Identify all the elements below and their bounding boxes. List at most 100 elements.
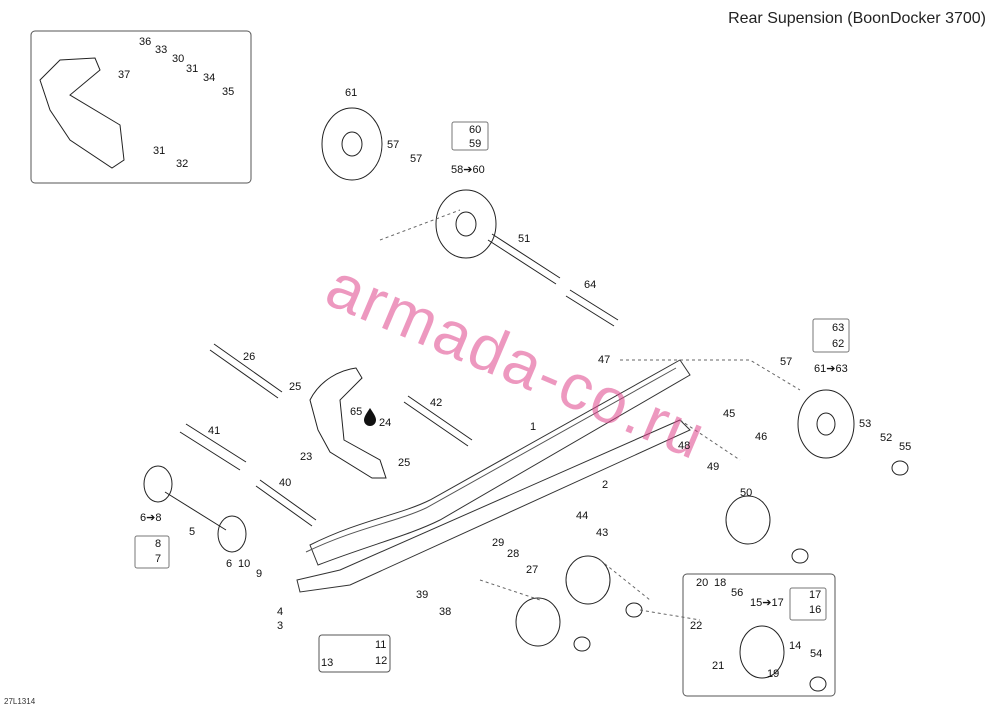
inset-box-rear-idler (682, 573, 836, 697)
inset-box-17-16 (789, 587, 827, 621)
callout-label[interactable]: 47 (598, 354, 611, 366)
callout-label[interactable]: 64 (584, 279, 597, 291)
callout-label[interactable]: 19 (767, 668, 780, 680)
callout-label[interactable]: 21 (712, 660, 725, 672)
callout-label[interactable]: 62 (832, 338, 845, 350)
callout-label[interactable]: 22 (690, 620, 703, 632)
callout-label[interactable]: 36 (139, 36, 152, 48)
cap-43 (625, 602, 643, 618)
slide-rail-1 (309, 359, 691, 566)
wheel-15 (739, 625, 785, 679)
callout-label[interactable]: 20 (696, 577, 709, 589)
callout-label[interactable]: 39 (416, 589, 429, 601)
callout-label[interactable]: 56 (731, 587, 744, 599)
shaft-51 (487, 233, 561, 285)
callout-label[interactable]: 27 (526, 564, 539, 576)
callout-label[interactable]: 60 (469, 124, 482, 136)
callout-label[interactable]: 52 (880, 432, 893, 444)
slide-rail-1-inner (305, 367, 677, 553)
callout-label[interactable]: 18 (714, 577, 727, 589)
callout-label[interactable]: 37 (118, 69, 131, 81)
callout-label[interactable]: 65 (350, 406, 363, 418)
shaft-26 (209, 343, 283, 399)
callout-label[interactable]: 24 (379, 417, 392, 429)
callout-label[interactable]: 30 (172, 53, 185, 65)
wheel-38 (515, 597, 561, 647)
callout-label[interactable]: 17 (809, 589, 822, 601)
callout-label[interactable]: 55 (899, 441, 912, 453)
diagram-code: 27L1314 (4, 697, 36, 706)
wheel-6-right (217, 515, 247, 553)
callout-label[interactable]: 46 (755, 431, 768, 443)
callout-label[interactable]: 12 (375, 655, 388, 667)
callout-label[interactable]: 6 (226, 558, 233, 570)
callout-label[interactable]: 2 (602, 479, 609, 491)
callout-label[interactable]: 28 (507, 548, 520, 560)
callout-label[interactable]: 8 (155, 538, 162, 550)
callout-label[interactable]: 32 (176, 158, 189, 170)
callout-label[interactable]: 25 (398, 457, 411, 469)
callout-label[interactable]: 29 (492, 537, 505, 549)
callout-label[interactable]: 41 (208, 425, 221, 437)
wheel-50 (725, 495, 771, 545)
slider-shoe-2 (296, 419, 691, 593)
callout-label[interactable]: 31 (153, 145, 166, 157)
callout-label[interactable]: 9 (256, 568, 263, 580)
idler-hub-61b (816, 412, 836, 436)
callout-label[interactable]: 45 (723, 408, 736, 420)
callout-label[interactable]: 63 (832, 322, 845, 334)
callout-label[interactable]: 16 (809, 604, 822, 616)
callout-label[interactable]: 26 (243, 351, 256, 363)
callout-label[interactable]: 25 (289, 381, 302, 393)
callout-label[interactable]: 15➔17 (750, 597, 784, 609)
callout-label[interactable]: 48 (678, 440, 691, 452)
callout-label[interactable]: 61 (345, 87, 358, 99)
callout-label[interactable]: 51 (518, 233, 531, 245)
spacer-64 (565, 289, 619, 327)
callout-label[interactable]: 5 (189, 526, 196, 538)
callout-label[interactable]: 38 (439, 606, 452, 618)
callout-label[interactable]: 57 (780, 356, 793, 368)
cap-38 (573, 636, 591, 652)
callout-label[interactable]: 33 (155, 44, 168, 56)
callout-label[interactable]: 53 (859, 418, 872, 430)
axle-5 (164, 491, 227, 531)
callout-label[interactable]: 49 (707, 461, 720, 473)
idler-wheel-58 (435, 189, 497, 259)
callout-label[interactable]: 23 (300, 451, 313, 463)
cap-55 (891, 460, 909, 476)
inset-box-8-7 (134, 535, 170, 569)
callout-label[interactable]: 50 (740, 487, 753, 499)
callout-label[interactable]: 4 (277, 606, 284, 618)
shaft-42 (403, 395, 473, 447)
callout-label[interactable]: 59 (469, 138, 482, 150)
callout-label[interactable]: 43 (596, 527, 609, 539)
callout-label[interactable]: 57 (410, 153, 423, 165)
callout-label[interactable]: 35 (222, 86, 235, 98)
callout-label[interactable]: 10 (238, 558, 251, 570)
callout-label[interactable]: 31 (186, 63, 199, 75)
callout-label[interactable]: 14 (789, 640, 802, 652)
callout-label[interactable]: 42 (430, 397, 443, 409)
callout-label[interactable]: 11 (375, 639, 387, 651)
idler-hub-61 (341, 131, 363, 157)
callout-label[interactable]: 54 (810, 648, 823, 660)
cap-54 (809, 676, 827, 692)
shaft-40 (255, 479, 317, 527)
callout-label[interactable]: 34 (203, 72, 216, 84)
leader-lines (379, 209, 801, 621)
inset-box-63-62 (812, 318, 850, 353)
callout-label[interactable]: 13 (321, 657, 334, 669)
callout-label[interactable]: 1 (530, 421, 537, 433)
rocker-arm-inset (39, 57, 125, 169)
callout-label[interactable]: 40 (279, 477, 292, 489)
callout-label[interactable]: 3 (277, 620, 284, 632)
callout-label[interactable]: 61➔63 (814, 363, 848, 375)
callout-label[interactable]: 58➔60 (451, 164, 485, 176)
callout-label[interactable]: 44 (576, 510, 589, 522)
callout-label[interactable]: 57 (387, 139, 400, 151)
callout-label[interactable]: 6➔8 (140, 512, 162, 524)
cap-50 (791, 548, 809, 564)
page-title: Rear Supension (BoonDocker 3700) (728, 10, 986, 27)
callout-label[interactable]: 7 (155, 553, 162, 565)
